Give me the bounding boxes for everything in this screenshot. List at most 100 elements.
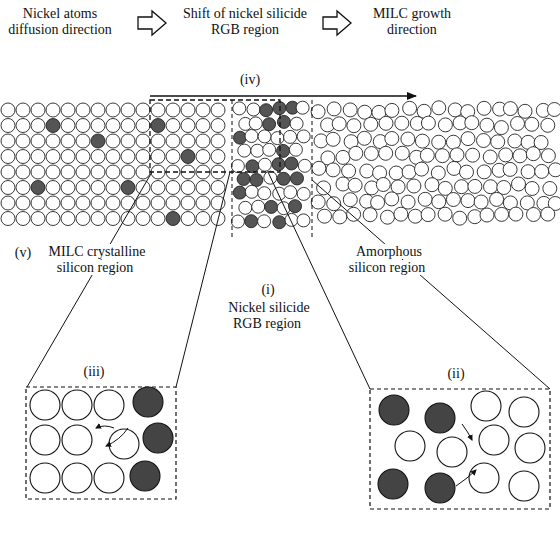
silicon-atom: [106, 150, 120, 164]
silicon-atom: [460, 165, 474, 179]
silicon-atom: [347, 119, 361, 133]
silicon-atom: [121, 196, 135, 210]
silicon-atom: [474, 195, 488, 209]
direction-caption-holder: Shift of nickel silicide RGB region: [170, 6, 320, 38]
silicon-atom: [31, 134, 45, 148]
silicon-atom: [181, 119, 195, 133]
silicon-atom: [465, 116, 479, 130]
silicon-atom: [401, 195, 415, 209]
silicon-atom: [317, 181, 331, 195]
silicon-atom: [1, 103, 15, 117]
silicon-atom: [46, 134, 60, 148]
shift-arrow: [150, 95, 416, 97]
silicon-atom: [211, 150, 225, 164]
silicon-atom: [1, 181, 15, 195]
silicon-atom: [31, 212, 45, 226]
silicon-atom: [16, 196, 30, 210]
silicon-atom: [136, 119, 150, 133]
silicon-atom: [211, 196, 225, 210]
silicon-atom: [31, 103, 45, 117]
silicon-atom: [196, 196, 210, 210]
motion-arrow: [456, 470, 476, 486]
silicon-atom: [231, 160, 244, 173]
motion-arrow: [106, 428, 128, 446]
silicon-atom: [284, 186, 297, 199]
silicon-atom: [61, 165, 75, 179]
silicon-atom: [16, 119, 30, 133]
silicon-atom: [16, 103, 30, 117]
callout-number-holder: (iii): [74, 364, 114, 380]
silicon-atom: [46, 181, 60, 195]
silicon-atom: [527, 208, 541, 222]
silicon-atom: [415, 162, 429, 176]
silicon-atom: [468, 179, 482, 193]
silicon-atom: [196, 150, 210, 164]
silicon-atom: [509, 207, 523, 221]
silicon-atom: [239, 201, 252, 214]
silicon-atom: [453, 211, 467, 225]
region-label: Amorphous silicon region: [349, 244, 428, 275]
silicon-atom: [211, 103, 225, 117]
nickel-atom: [289, 200, 302, 213]
silicon-atom: [541, 207, 555, 221]
silicon-atom: [136, 150, 150, 164]
silicon-atom: [290, 117, 303, 130]
nickel-atom: [291, 172, 304, 185]
silicon-atom: [258, 215, 271, 228]
silicon-atom: [480, 118, 494, 132]
silicon-atom: [136, 134, 150, 148]
silicon-atom: [494, 121, 508, 135]
silicon-atom: [420, 148, 434, 162]
silicon-atom: [401, 132, 415, 146]
silicon-atom: [1, 119, 15, 133]
nickel-atom: [31, 181, 45, 195]
silicon-atom: [277, 202, 290, 215]
nickel-atom: [234, 131, 247, 144]
nickel-atom: [237, 173, 250, 186]
silicon-atom: [503, 162, 517, 176]
silicon-atom: [450, 148, 464, 162]
leader-line: [268, 172, 370, 389]
silicon-atom: [432, 135, 446, 149]
callout-number-holder: (ii): [438, 366, 474, 382]
silicon-atom: [376, 178, 390, 192]
callout-number: (iv): [240, 72, 260, 87]
silicon-atom: [106, 134, 120, 148]
silicon-atom: [477, 134, 491, 148]
silicon-atom: [46, 150, 60, 164]
silicon-atom: [31, 165, 45, 179]
silicon-atom: [511, 117, 525, 131]
silicon-atom: [46, 165, 60, 179]
silicon-atom: [503, 102, 517, 116]
silicon-atom: [181, 196, 195, 210]
silicon-atom: [298, 159, 311, 172]
silicon-atom: [31, 150, 45, 164]
silicon-atom: [513, 149, 527, 163]
silicon-atom: [395, 116, 409, 130]
nickel-atom: [91, 134, 105, 148]
silicon-atom: [363, 208, 377, 222]
silicon-atom: [151, 196, 165, 210]
direction-caption: Nickel atoms diffusion direction: [8, 6, 112, 37]
silicon-atom: [438, 118, 452, 132]
silicon-atom: [312, 161, 326, 175]
silicon-atom: [16, 150, 30, 164]
silicon-atom: [61, 134, 75, 148]
nickel-atom: [121, 181, 135, 195]
silicon-atom: [252, 200, 265, 213]
silicon-atom: [76, 181, 90, 195]
silicon-atom: [483, 150, 497, 164]
nickel-atom: [277, 144, 290, 157]
silicon-atom: [91, 165, 105, 179]
silicon-atom: [166, 196, 180, 210]
silicon-atom: [327, 102, 341, 116]
inset-box: [26, 387, 176, 499]
silicon-atom: [332, 117, 346, 131]
silicon-atom: [181, 134, 195, 148]
silicon-atom: [525, 182, 539, 196]
silicon-atom: [106, 212, 120, 226]
motion-arrow: [462, 424, 472, 440]
silicon-atom: [106, 181, 120, 195]
silicon-atom: [518, 104, 532, 118]
silicon-atom: [461, 194, 475, 208]
